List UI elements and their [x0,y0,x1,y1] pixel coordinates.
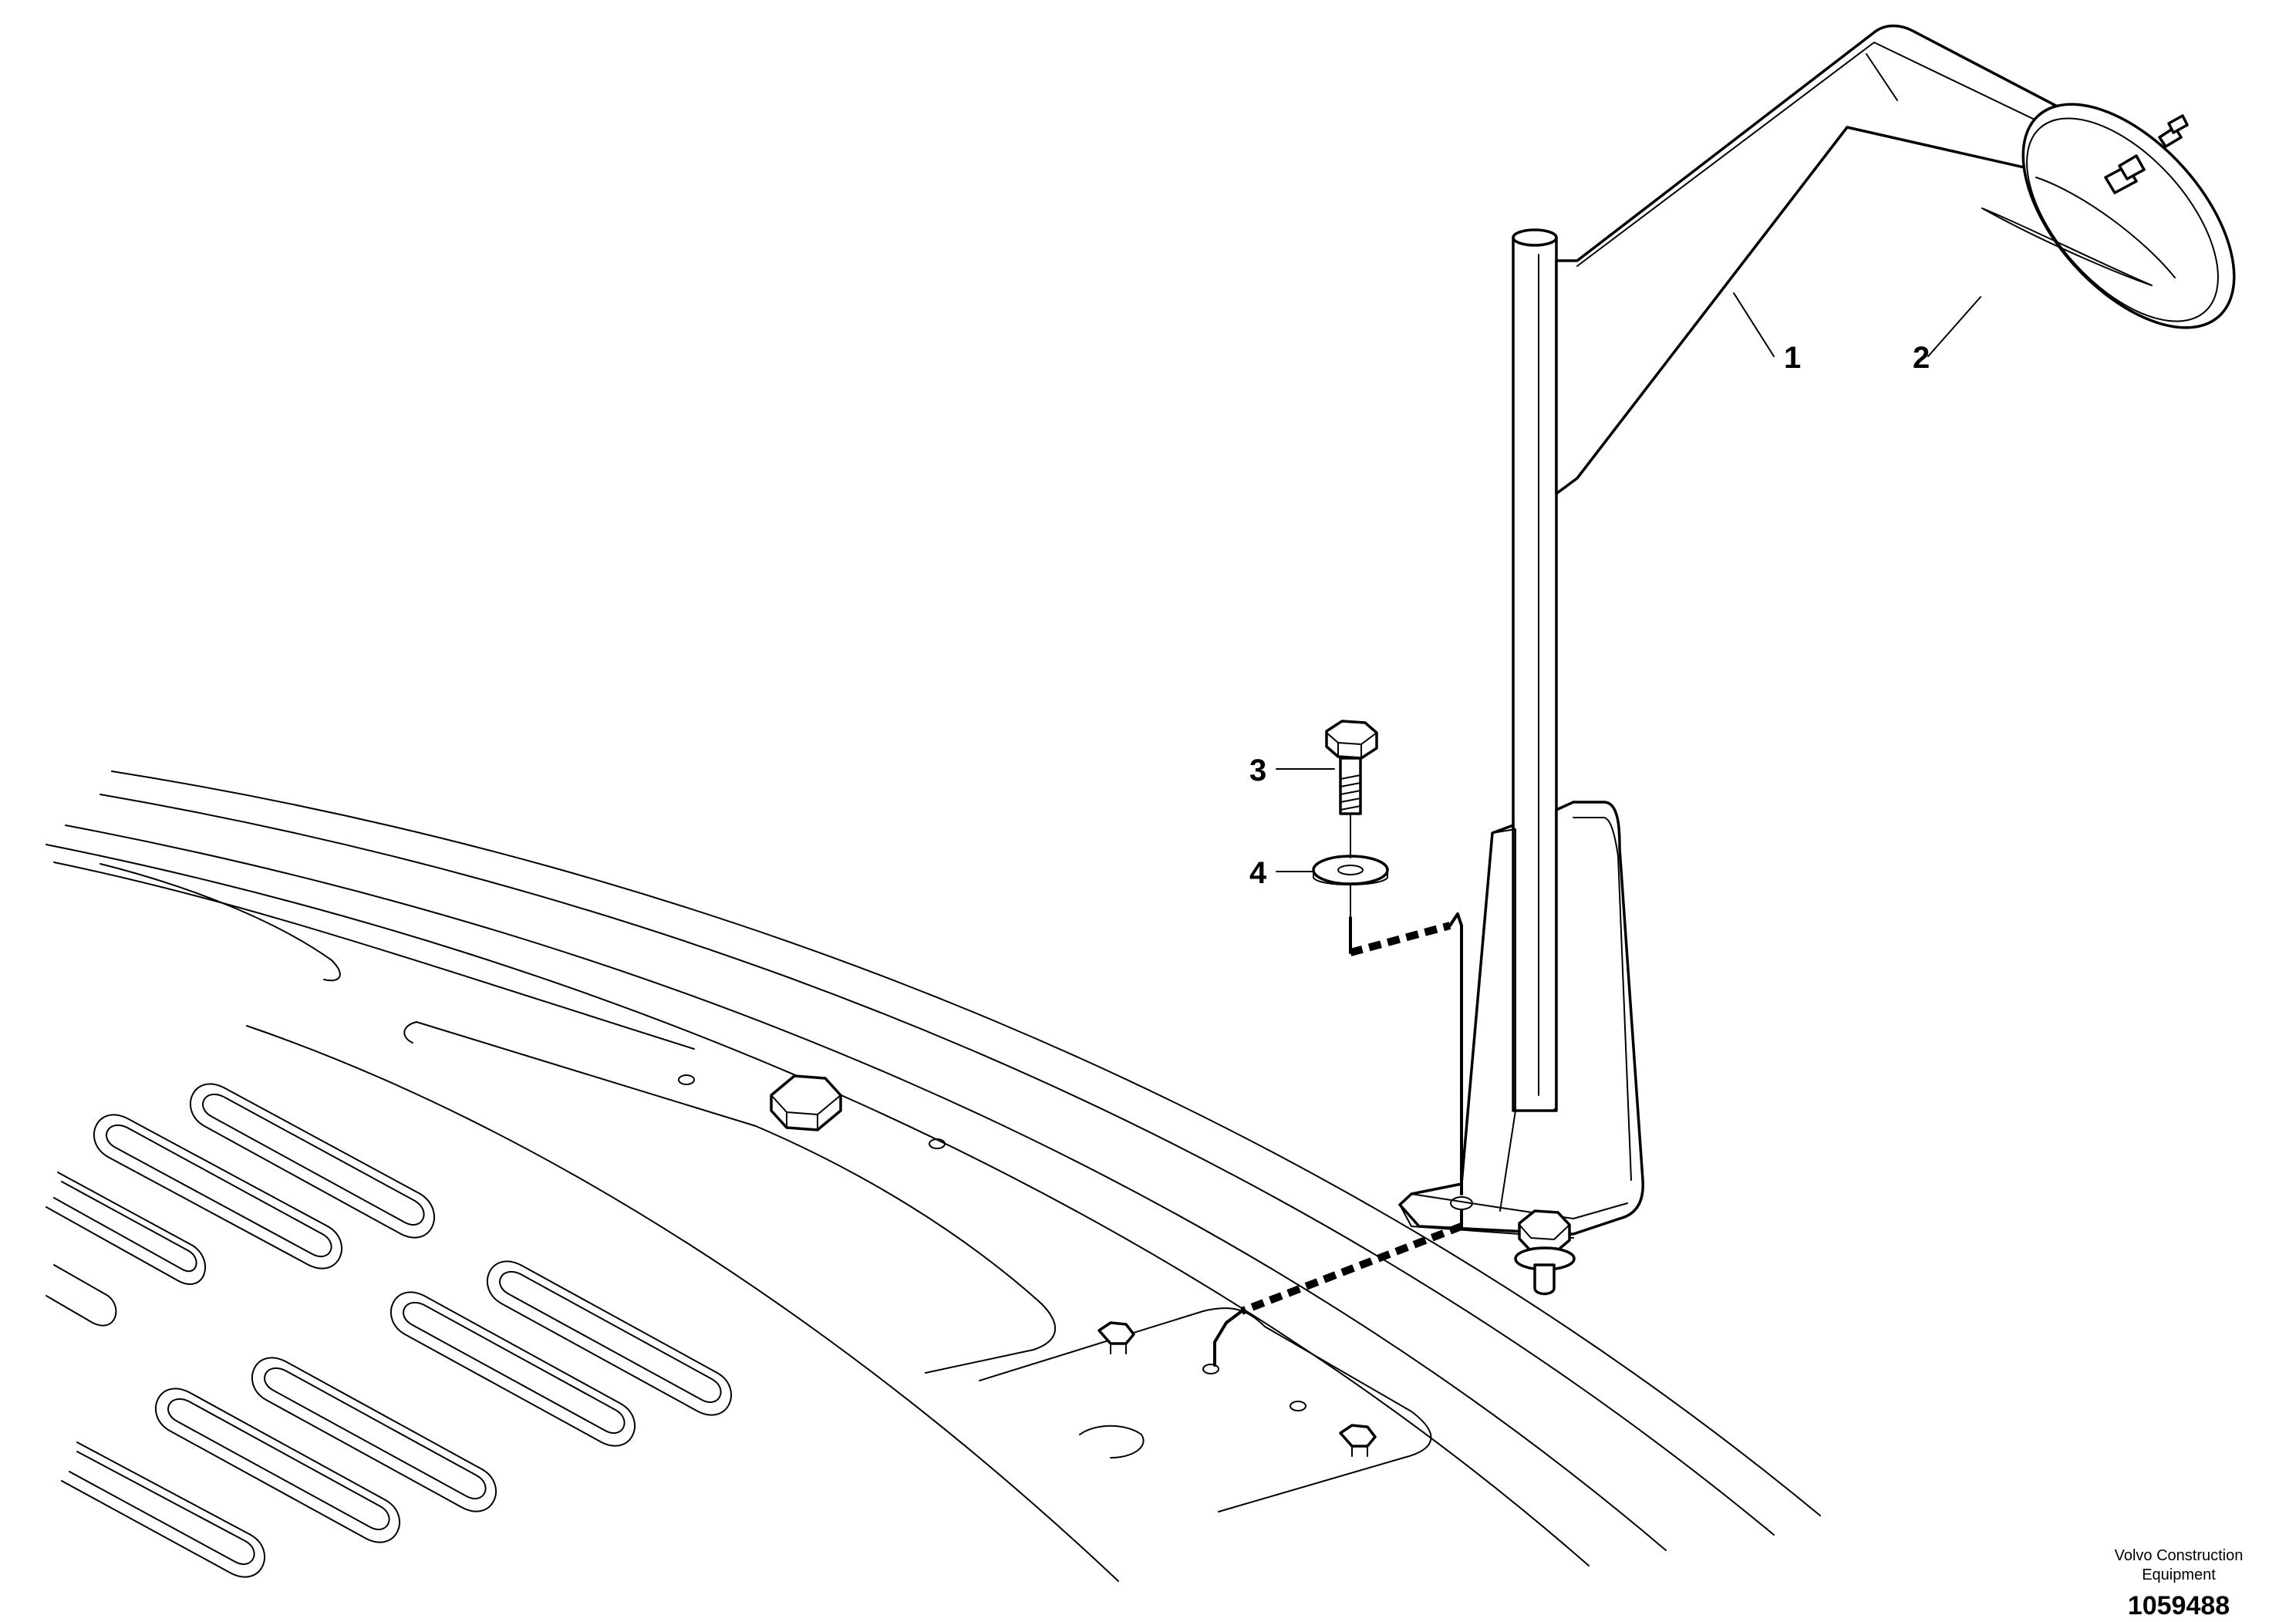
leader-line-1 [1733,292,1775,357]
hex-bolt [1325,720,1378,815]
mirror [1981,103,2236,329]
plate-bolt [1097,1321,1135,1354]
vent-slot [190,1083,435,1239]
vent-slot [251,1357,497,1512]
brand-line-1: Volvo Construction [2115,1547,2244,1564]
brand-line-2: Equipment [2142,1566,2216,1583]
washer [1312,855,1389,885]
document-number: 1059488 [2128,1591,2230,1620]
vent-slot [390,1291,636,1447]
roof-hole [929,1138,946,1149]
mirror-stud [2104,154,2146,194]
callout-3: 3 [1249,754,1266,787]
roof-hole [678,1074,695,1085]
roof-hex-bolt [770,1074,842,1131]
callout-4: 4 [1249,856,1267,890]
mount-hole [1202,1364,1219,1374]
callout-2: 2 [1913,341,1930,375]
plate-bolt [1339,1424,1377,1457]
vent-slot [155,1388,400,1543]
leader-line-2 [1927,296,1981,357]
assembly-path [1213,912,1463,1367]
mirror-stud [2158,114,2189,148]
vent-slot [487,1260,732,1416]
callout-leaders [1276,292,1981,872]
vent-slot [46,1264,117,1327]
vent-slot [93,1114,342,1270]
vent-slot [61,1442,265,1578]
bracket-bolt [1514,1209,1576,1296]
roof-hole [1290,1401,1306,1411]
roof-panel [46,771,1821,1582]
callout-1: 1 [1784,341,1801,375]
vent-slot [46,1172,206,1285]
